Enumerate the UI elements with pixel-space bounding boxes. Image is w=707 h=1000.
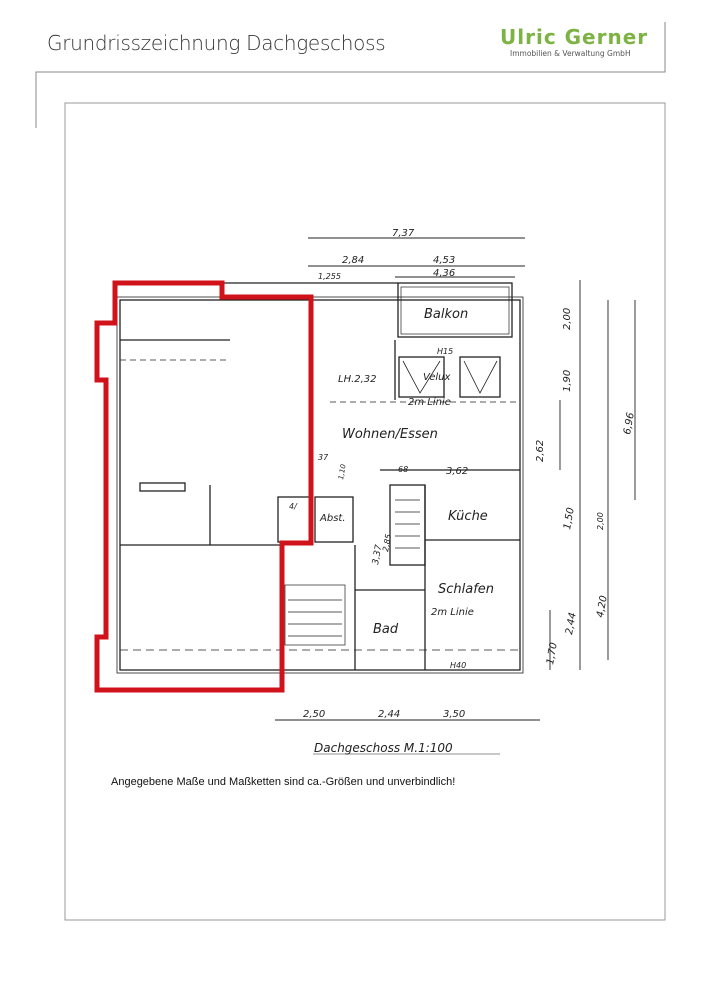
dim-top-total: 7,37 [392,228,415,239]
dim-right-262: 2,62 [535,440,546,462]
page-title: Grundrisszeichnung Dachgeschoss [47,31,386,55]
h15-label: H15 [437,347,453,356]
dim-right-200: 2,00 [562,308,573,330]
velux-label: Velux [423,372,451,383]
ceiling-height-label: LH.2,32 [338,374,377,385]
apartment-highlight [94,280,314,693]
dim-right-696: 6,96 [622,412,637,436]
room-label-schlafen: Schlafen [438,582,494,597]
dim-110: 1,10 [337,463,348,480]
dim-337: 3,37 [371,544,384,566]
room-label-kueche: Küche [448,509,488,524]
dim-right-200b: 2,00 [596,512,605,530]
two-meter-line-label: 2m Linie [408,397,451,408]
company-logo-name: Ulric Gerner [500,25,649,49]
header-frame [35,22,666,128]
dim-right-420: 4,20 [595,595,610,619]
room-label-wohnen: Wohnen/Essen [342,427,438,442]
drawing-frame [64,102,666,921]
dim-right-190: 1,90 [562,370,573,392]
dimension-lines [275,237,636,755]
h40-label: H40 [450,661,466,670]
two-meter-line-label-2: 2m Linie [431,607,474,618]
dim-top-small: 1,255 [318,272,341,281]
staircase [288,499,420,637]
dim-285: 2,85 [381,533,393,552]
room-label-abst: Abst. [319,513,346,524]
room-label-bad: Bad [373,622,399,637]
dim-68: 68 [398,465,408,474]
disclaimer-note: Angegebene Maße und Maßketten sind ca.-G… [111,776,456,788]
dim-right-150: 1,50 [562,507,577,531]
company-logo-subtitle: Immobilien & Verwaltung GmbH [510,49,631,58]
dim-right-170: 1,70 [545,642,560,666]
dim-362: 3,62 [446,466,468,477]
dim-4x: 4/ [289,502,298,511]
dim-bottom-250: 2,50 [303,709,325,720]
dim-37: 37 [318,453,329,462]
dim-top-left: 2,84 [342,255,364,266]
room-label-balkon: Balkon [424,307,468,322]
dim-top-inner: 4,36 [433,268,455,279]
dim-right-244: 2,44 [564,612,579,636]
dim-bottom-244: 2,44 [378,709,400,720]
dim-top-right: 4,53 [433,255,455,266]
plan-caption: Dachgeschoss M.1:100 [314,741,453,755]
dim-bottom-350: 3,50 [443,709,465,720]
